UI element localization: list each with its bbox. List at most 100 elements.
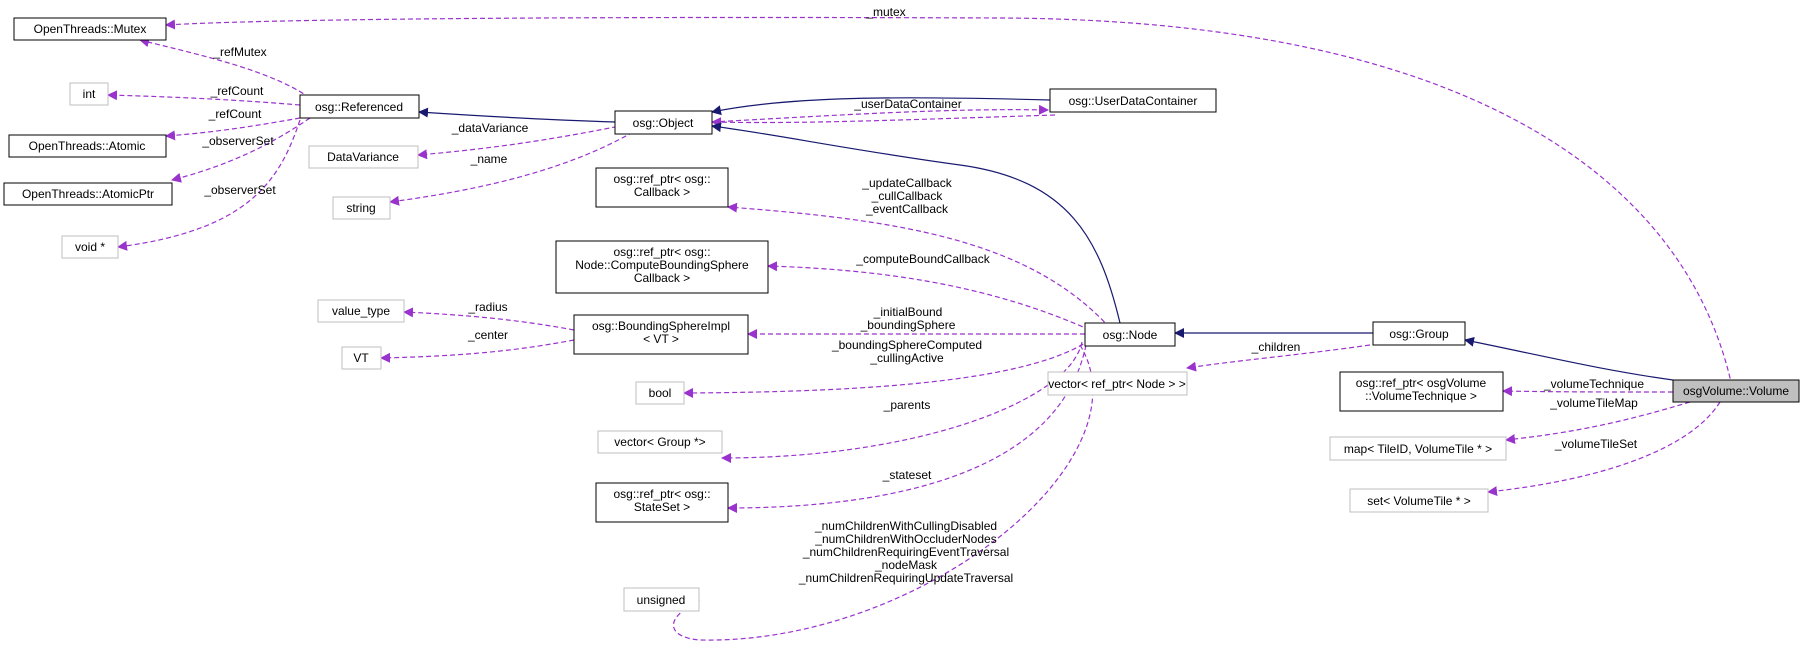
node-label-vecnode: vector< ref_ptr< Node > > bbox=[1048, 377, 1185, 391]
node-label-string-0: string bbox=[346, 201, 375, 215]
edge-bsimpl-valuetype bbox=[403, 307, 575, 331]
edge-label-center-0: _center bbox=[467, 328, 508, 342]
edge-label-initialbound-0: _initialBound bbox=[873, 305, 943, 319]
edge-label-refcount2: _refCount bbox=[208, 107, 262, 121]
class-node-ref-ptr-callback[interactable]: osg::ref_ptr< osg::Callback > bbox=[595, 167, 729, 208]
node-label-bsimpl-0: osg::BoundingSphereImpl bbox=[592, 319, 730, 333]
edge-label-refmutex: _refMutex bbox=[212, 45, 266, 59]
type-node-unsigned[interactable]: unsigned bbox=[623, 587, 700, 612]
edge-label-parents-0: _parents bbox=[883, 398, 931, 412]
edge-object-referenced bbox=[418, 107, 616, 123]
node-label-referenced: osg::Referenced bbox=[315, 100, 403, 114]
node-label-volume: osgVolume::Volume bbox=[1683, 384, 1789, 398]
node-label-valuetype-0: value_type bbox=[332, 304, 390, 318]
edge-label-datavariance-0: _dataVariance bbox=[451, 121, 529, 135]
edge-label-tilemap: _volumeTileMap bbox=[1549, 396, 1638, 410]
node-label-int: int bbox=[83, 87, 96, 101]
node-label-string: string bbox=[346, 201, 375, 215]
node-label-group: osg::Group bbox=[1389, 327, 1449, 341]
edge-node-bool bbox=[683, 339, 1091, 398]
edge-node-cbscb bbox=[767, 261, 1091, 331]
node-label-node-0: osg::Node bbox=[1103, 328, 1158, 342]
class-node-osg-object[interactable]: osg::Object bbox=[614, 110, 713, 135]
edge-label-unsignedflags-4: _numChildrenRequiringUpdateTraversal bbox=[798, 571, 1013, 585]
edge-label-unsignedflags-0: _numChildrenWithCullingDisabled bbox=[814, 519, 997, 533]
node-label-cbscb-1: Node::ComputeBoundingSphere bbox=[575, 258, 749, 272]
edge-label-unsignedflags-1: _numChildrenWithOccluderNodes bbox=[814, 532, 996, 546]
node-label-atomicptr-0: OpenThreads::AtomicPtr bbox=[22, 187, 154, 201]
class-node-osg-referenced[interactable]: osg::Referenced bbox=[299, 94, 420, 119]
node-label-callback: osg::ref_ptr< osg::Callback > bbox=[613, 172, 710, 199]
edge-label-unsignedflags: _numChildrenWithCullingDisabled_numChild… bbox=[798, 519, 1013, 585]
class-node-osgvolume-volume[interactable]: osgVolume::Volume bbox=[1672, 379, 1800, 403]
edge-group-vecnode bbox=[1186, 344, 1371, 372]
edge-label-userdatacontainer: _userDataContainer bbox=[853, 97, 961, 111]
edge-label-userdatacontainer-0: _userDataContainer bbox=[853, 97, 961, 111]
class-node-openthreads-atomicptr[interactable]: OpenThreads::AtomicPtr bbox=[3, 182, 173, 206]
type-node-void-pointer[interactable]: void * bbox=[61, 235, 119, 259]
node-label-mutex: OpenThreads::Mutex bbox=[34, 22, 147, 36]
type-node-string[interactable]: string bbox=[332, 196, 391, 220]
edge-label-observerset2-0: _observerSet bbox=[203, 183, 276, 197]
class-node-osg-boundingsphereimpl[interactable]: osg::BoundingSphereImpl< VT > bbox=[573, 314, 749, 355]
edge-label-refmutex-0: _refMutex bbox=[212, 45, 266, 59]
edge-object-datavariance bbox=[417, 124, 626, 160]
edge-label-computebound-0: _computeBoundCallback bbox=[855, 252, 990, 266]
type-node-set-volumetile[interactable]: set< VolumeTile * > bbox=[1349, 488, 1489, 513]
type-node-int[interactable]: int bbox=[69, 82, 109, 106]
edge-label-callbacks-0: _updateCallback bbox=[861, 176, 952, 190]
edge-label-radius: _radius bbox=[467, 300, 507, 314]
type-node-vt[interactable]: VT bbox=[341, 346, 382, 370]
node-label-mutex-0: OpenThreads::Mutex bbox=[34, 22, 147, 36]
class-node-ref-ptr-volumetechnique[interactable]: osg::ref_ptr< osgVolume::VolumeTechnique… bbox=[1339, 371, 1504, 412]
edge-volume-mutex bbox=[165, 16, 1736, 403]
class-node-osg-group[interactable]: osg::Group bbox=[1372, 321, 1466, 346]
class-node-openthreads-mutex[interactable]: OpenThreads::Mutex bbox=[13, 17, 167, 41]
node-label-callback-1: Callback > bbox=[634, 185, 690, 199]
node-label-unsigned: unsigned bbox=[637, 593, 686, 607]
edge-label-stateset: _stateset bbox=[882, 468, 932, 482]
edge-label-refcount1: _refCount bbox=[210, 84, 264, 98]
type-node-bool[interactable]: bool bbox=[635, 381, 685, 405]
type-node-vector-group[interactable]: vector< Group *> bbox=[597, 430, 723, 454]
node-label-bsimpl: osg::BoundingSphereImpl< VT > bbox=[592, 319, 730, 346]
node-label-cbscb-0: osg::ref_ptr< osg:: bbox=[613, 245, 710, 259]
node-label-datavariance: DataVariance bbox=[327, 150, 399, 164]
edge-label-observerset2: _observerSet bbox=[203, 183, 276, 197]
type-node-vector-ref-ptr-node[interactable]: vector< ref_ptr< Node > > bbox=[1047, 371, 1188, 396]
edge-label-initialbound: _initialBound_boundingSphere bbox=[860, 305, 956, 332]
node-label-int-0: int bbox=[83, 87, 96, 101]
edge-label-initialbound-1: _boundingSphere bbox=[860, 318, 956, 332]
node-label-voltech-0: osg::ref_ptr< osgVolume bbox=[1356, 376, 1487, 390]
edge-label-refcount2-0: _refCount bbox=[208, 107, 262, 121]
class-node-openthreads-atomic[interactable]: OpenThreads::Atomic bbox=[8, 134, 167, 158]
node-label-stateset: osg::ref_ptr< osg::StateSet > bbox=[613, 487, 710, 514]
edge-referenced-mutex bbox=[139, 37, 311, 99]
edge-node-stateset bbox=[727, 344, 1087, 513]
node-label-volume-0: osgVolume::Volume bbox=[1683, 384, 1789, 398]
node-label-voidptr-0: void * bbox=[75, 240, 105, 254]
edge-object-userdatacontainer bbox=[711, 104, 1049, 123]
node-label-userdatacontainer: osg::UserDataContainer bbox=[1069, 94, 1198, 108]
edge-volume-tileset bbox=[1487, 401, 1721, 497]
edge-label-refcount1-0: _refCount bbox=[210, 84, 264, 98]
class-node-ref-ptr-stateset[interactable]: osg::ref_ptr< osg::StateSet > bbox=[595, 482, 729, 523]
class-node-osg-userdatacontainer[interactable]: osg::UserDataContainer bbox=[1049, 88, 1217, 113]
edge-label-parents: _parents bbox=[883, 398, 931, 412]
type-node-map-tileid-volumetile[interactable]: map< TileID, VolumeTile * > bbox=[1329, 436, 1507, 461]
node-label-cbscb-2: Callback > bbox=[634, 271, 690, 285]
class-node-ref-ptr-computeboundingspherecallback[interactable]: osg::ref_ptr< osg::Node::ComputeBounding… bbox=[555, 240, 769, 294]
type-node-datavariance[interactable]: DataVariance bbox=[308, 145, 419, 169]
node-label-bool-0: bool bbox=[649, 386, 672, 400]
class-node-osg-node[interactable]: osg::Node bbox=[1084, 322, 1176, 347]
node-label-vt-0: VT bbox=[353, 351, 369, 365]
edge-volume-voltech bbox=[1502, 386, 1674, 397]
type-node-value-type[interactable]: value_type bbox=[317, 299, 405, 323]
edge-label-boolflags: _boundingSphereComputed_cullingActive bbox=[831, 338, 982, 365]
edge-label-observerset1: _observerSet bbox=[201, 134, 274, 148]
edge-label-computebound: _computeBoundCallback bbox=[855, 252, 990, 266]
node-label-stateset-0: osg::ref_ptr< osg:: bbox=[613, 487, 710, 501]
edge-label-radius-0: _radius bbox=[467, 300, 507, 314]
node-label-voidptr: void * bbox=[75, 240, 105, 254]
node-label-vecgroup-0: vector< Group *> bbox=[614, 435, 705, 449]
